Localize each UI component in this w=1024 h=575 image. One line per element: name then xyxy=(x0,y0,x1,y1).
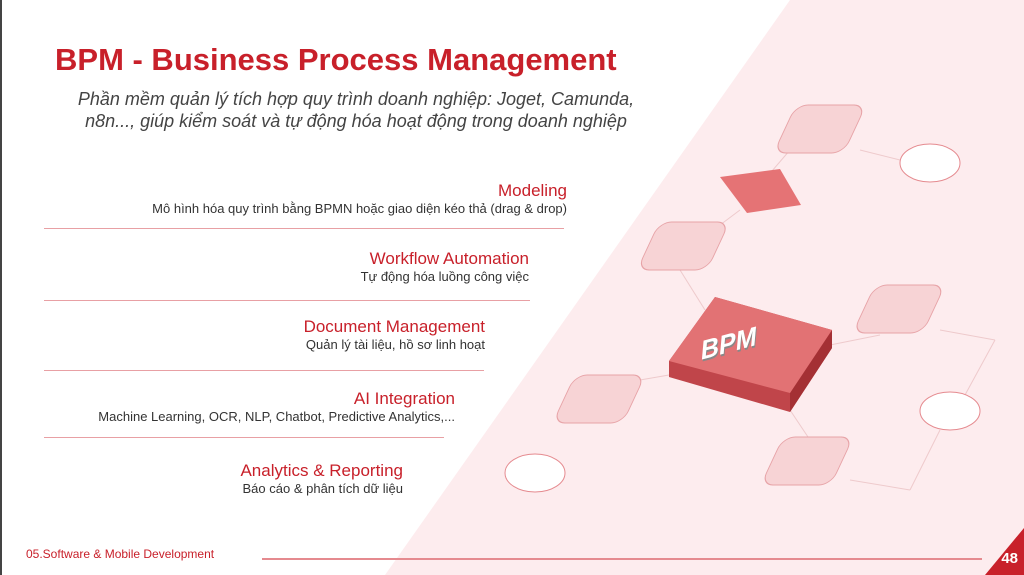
pink-diagonal-panel xyxy=(385,0,1024,575)
feature-desc: Báo cáo & phân tích dữ liệu xyxy=(242,481,403,496)
feature-analytics-reporting: Analytics & Reporting Báo cáo & phân tíc… xyxy=(0,461,403,497)
process-boxes xyxy=(556,104,942,486)
feature-heading: Analytics & Reporting xyxy=(240,461,403,480)
feature-workflow-automation: Workflow Automation Tự động hóa luồng cô… xyxy=(0,249,529,285)
page-corner xyxy=(985,528,1024,575)
divider xyxy=(44,370,484,371)
subtitle-line: n8n..., giúp kiểm soát và tự động hóa ho… xyxy=(85,111,627,131)
feature-desc: Machine Learning, OCR, NLP, Chatbot, Pre… xyxy=(98,409,455,424)
feature-desc: Tự động hóa luồng công việc xyxy=(360,269,529,284)
page-number: 48 xyxy=(1001,550,1018,567)
feature-desc: Mô hình hóa quy trình bằng BPMN hoặc gia… xyxy=(152,201,567,216)
feature-desc: Quản lý tài liệu, hồ sơ linh hoạt xyxy=(305,337,485,352)
page-subtitle: Phần mềm quản lý tích hợp quy trình doan… xyxy=(46,88,666,132)
divider xyxy=(44,300,530,301)
event-circle xyxy=(899,143,961,183)
feature-heading: Workflow Automation xyxy=(369,249,529,268)
event-circle xyxy=(504,453,566,493)
event-circle xyxy=(919,391,981,431)
feature-document-management: Document Management Quản lý tài liệu, hồ… xyxy=(0,317,485,353)
feature-ai-integration: AI Integration Machine Learning, OCR, NL… xyxy=(0,389,455,425)
footer-line xyxy=(262,558,982,560)
divider xyxy=(44,437,444,438)
bpm-block xyxy=(669,297,832,412)
page-title: BPM - Business Process Management xyxy=(55,42,617,77)
feature-modeling: Modeling Mô hình hóa quy trình bằng BPMN… xyxy=(0,181,567,217)
footer-section-label: 05.Software & Mobile Development xyxy=(26,547,215,561)
gateway-diamond xyxy=(720,169,801,213)
divider xyxy=(44,228,564,229)
frame-border xyxy=(0,0,2,575)
feature-heading: Modeling xyxy=(498,181,567,200)
subtitle-line: Phần mềm quản lý tích hợp quy trình doan… xyxy=(77,89,635,109)
feature-heading: Document Management xyxy=(303,317,485,336)
feature-heading: AI Integration xyxy=(353,389,455,408)
